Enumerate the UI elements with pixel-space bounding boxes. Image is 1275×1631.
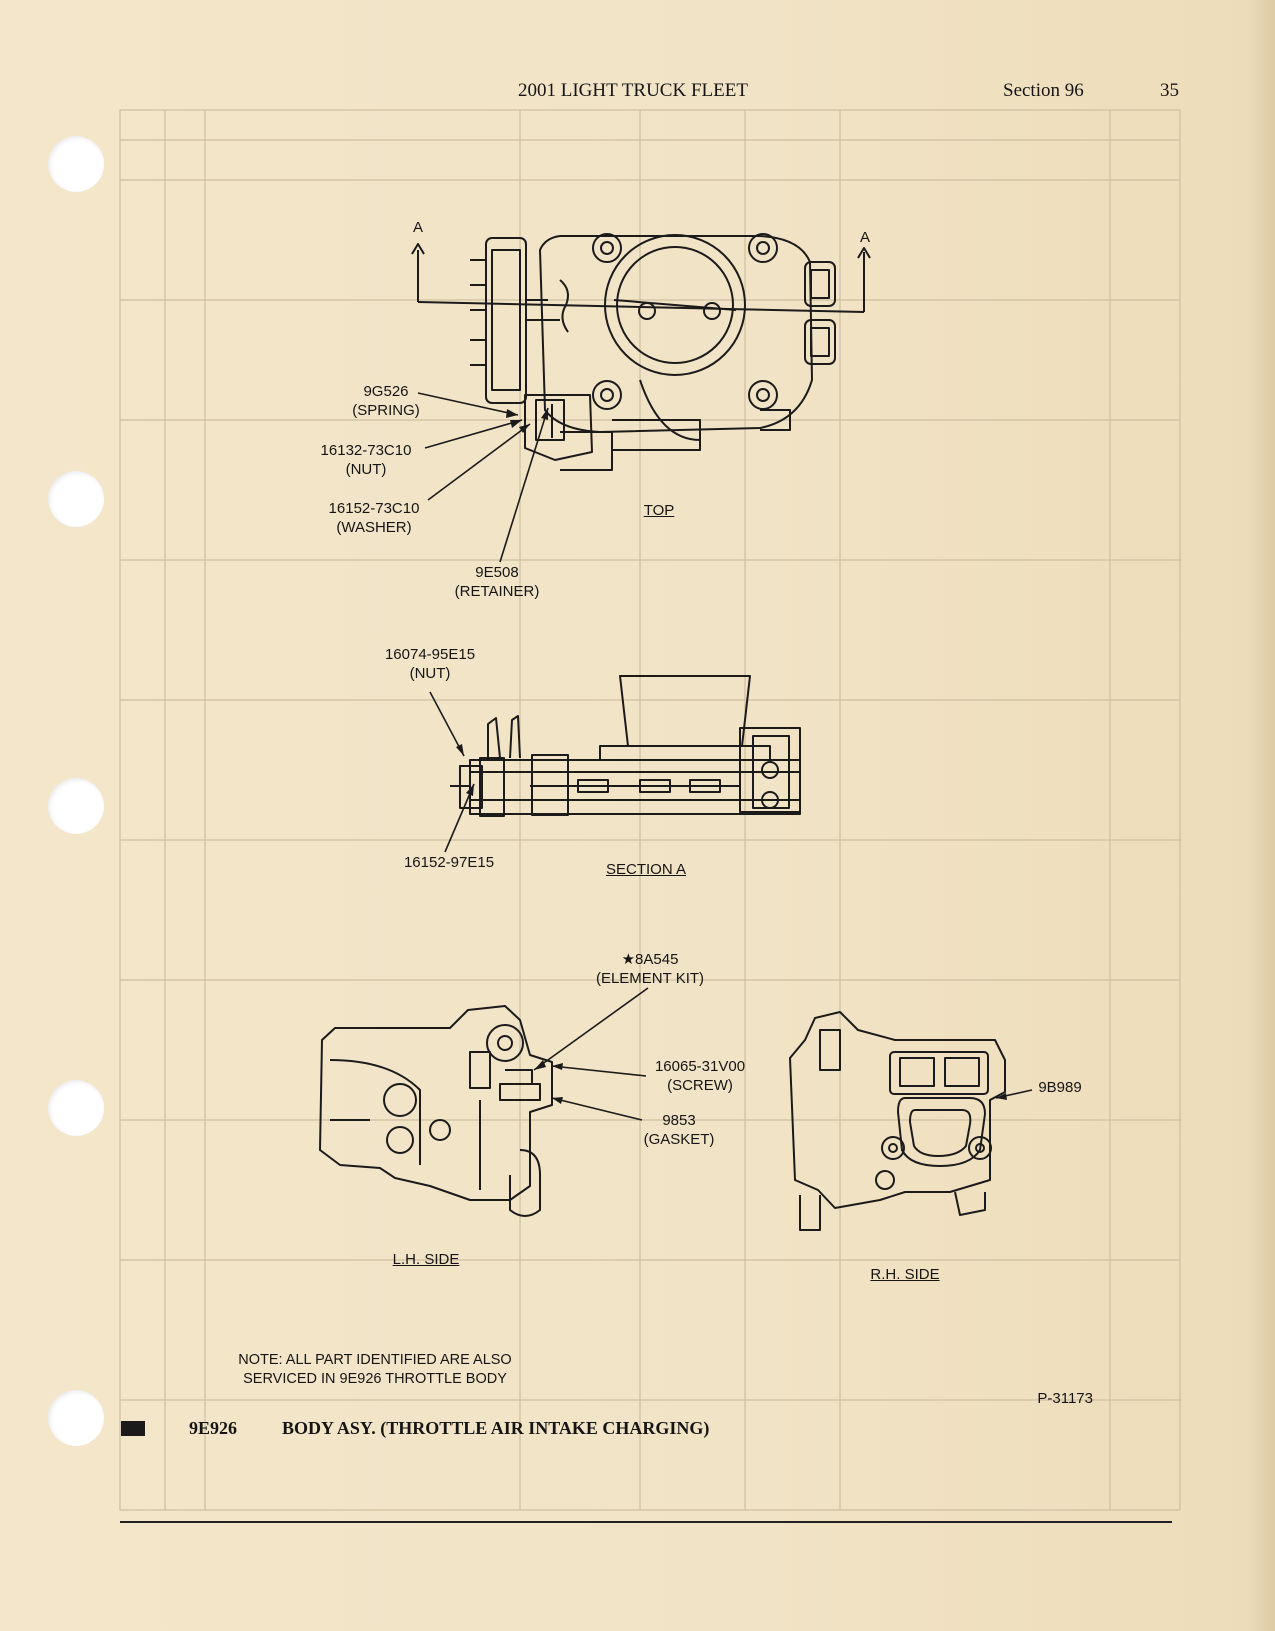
- callout-part-number: 16152-97E15: [403, 854, 495, 871]
- section-marker-left: A: [412, 219, 424, 236]
- callout-9b989: 9B989: [1038, 1078, 1081, 1097]
- note-line: NOTE: ALL PART IDENTIFIED ARE ALSO: [238, 1352, 512, 1368]
- callout-gasket: 9853 (GASKET): [644, 1111, 715, 1149]
- section-marker-right: A: [859, 229, 871, 246]
- binder-hole: [48, 1390, 104, 1446]
- rh-side-drawing: [789, 1011, 1006, 1231]
- bottom-rule: [120, 1521, 1172, 1523]
- page-title: 2001 LIGHT TRUCK FLEET: [518, 80, 748, 101]
- callout-nut: 16132-73C10 (NUT): [321, 441, 412, 479]
- callout-description: (SCREW): [667, 1077, 733, 1094]
- binder-hole: [48, 1080, 104, 1136]
- callout-element-kit: ★8A545 (ELEMENT KIT): [596, 950, 704, 988]
- leader-arrowheads: [456, 408, 1007, 1104]
- binder-hole: [48, 471, 104, 527]
- leader-lines: [417, 392, 1033, 1121]
- binder-hole: [48, 136, 104, 192]
- lh-side-drawing: [319, 1005, 553, 1217]
- page-number: 35: [1160, 80, 1179, 101]
- callout-part-number: 16065-31V00: [654, 1058, 746, 1075]
- callout-part-number: 9853: [662, 1112, 696, 1129]
- binder-hole: [48, 778, 104, 834]
- callout-description: (NUT): [345, 461, 387, 478]
- callout-description: (RETAINER): [454, 583, 540, 600]
- callout-part-number: 16074-95E15: [384, 646, 476, 663]
- callout-screw: 16065-31V00 (SCREW): [655, 1057, 745, 1095]
- figure-id: P-31173: [1037, 1390, 1093, 1407]
- callout-part-number: 16132-73C10: [320, 442, 412, 459]
- callout-nut-95e15: 16074-95E15 (NUT): [385, 645, 475, 683]
- view-caption-top: TOP: [643, 502, 675, 519]
- callout-part-number: ★8A545: [621, 951, 679, 968]
- callout-part-number: 9E508: [475, 564, 519, 581]
- view-caption-lh-side: L.H. SIDE: [392, 1251, 460, 1268]
- note-line: SERVICED IN 9E926 THROTTLE BODY: [243, 1371, 507, 1387]
- page-edge-shadow: [1247, 0, 1275, 1631]
- callout-part-number: 16152-73C10: [328, 500, 420, 517]
- footer-part-title: BODY ASY. (THROTTLE AIR INTAKE CHARGING): [282, 1418, 710, 1438]
- view-caption-section-a: SECTION A: [605, 861, 687, 878]
- view-caption-rh-side: R.H. SIDE: [870, 1266, 940, 1283]
- callout-spring: 9G526 (SPRING): [352, 382, 420, 420]
- callout-description: (WASHER): [336, 519, 412, 536]
- callout-washer: 16152-73C10 (WASHER): [329, 499, 420, 537]
- callout-retainer: 9E508 (RETAINER): [455, 563, 540, 601]
- service-note: NOTE: ALL PART IDENTIFIED ARE ALSO SERVI…: [230, 1351, 520, 1389]
- callout-part-97e15: 16152-97E15: [404, 853, 494, 872]
- callout-part-number: 9B989: [1038, 1079, 1082, 1096]
- callout-description: (GASKET): [643, 1131, 715, 1148]
- callout-description: (ELEMENT KIT): [595, 970, 705, 987]
- section-label: Section 96: [1003, 80, 1084, 101]
- callout-description: (SPRING): [352, 402, 420, 419]
- section-a-drawing: [450, 675, 801, 817]
- top-view-drawing: [411, 233, 871, 471]
- callout-description: (NUT): [409, 665, 451, 682]
- callout-part-number: 9G526: [363, 383, 409, 400]
- footer-part-number: 9E926: [189, 1418, 238, 1438]
- part-marker-square: [121, 1421, 145, 1436]
